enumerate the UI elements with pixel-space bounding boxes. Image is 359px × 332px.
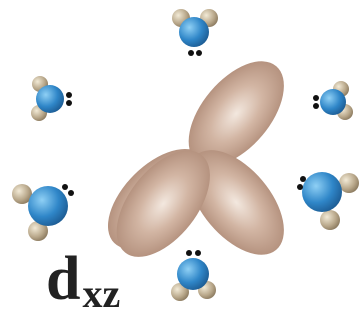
lone-pair-electron [300,176,306,182]
water-ligand-upper-left [31,76,72,121]
oxygen-atom [28,186,68,226]
water-ligand-top [172,9,218,56]
hydrogen-atom [339,173,359,193]
lone-pair-electron [196,50,202,56]
oxygen-atom [177,258,209,290]
lone-pair-electron [62,184,68,190]
orbital-label-main: d [46,245,80,313]
lone-pair-electron [313,103,319,109]
lone-pair-electron [195,250,201,256]
orbital-label-subscript: xz [82,271,120,316]
water-ligand-lower-left [12,184,74,241]
lone-pair-electron [186,250,192,256]
oxygen-atom [179,17,209,47]
lone-pair-electron [297,184,303,190]
lone-pair-electron [68,190,74,196]
dxz-orbital [90,44,302,273]
orbital-label: dxz [46,248,120,310]
lone-pair-electron [66,92,72,98]
oxygen-atom [302,172,342,212]
oxygen-atom [36,85,64,113]
lone-pair-electron [313,95,319,101]
hydrogen-atom [320,210,340,230]
water-ligand-lower-right [297,172,359,230]
lone-pair-electron [188,50,194,56]
lone-pair-electron [66,100,72,106]
oxygen-atom [320,89,346,115]
water-ligand-upper-right [313,81,353,120]
water-ligand-bottom [171,250,216,301]
